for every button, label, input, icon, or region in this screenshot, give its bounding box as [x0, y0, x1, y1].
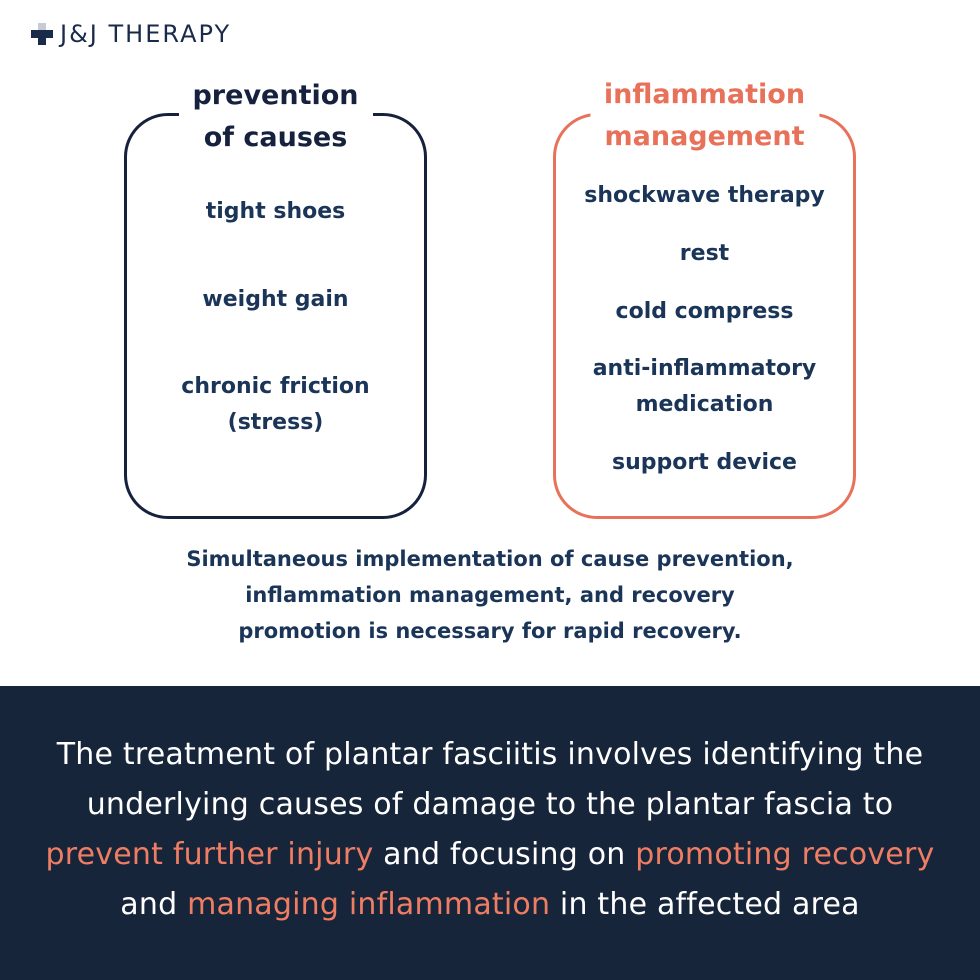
footer-line: underlying causes of damage to the plant…: [86, 787, 894, 822]
prevention-box: prevention of causes tight shoes weight …: [124, 75, 427, 519]
prevention-title-line1: prevention: [192, 80, 359, 111]
cause-item: (stress): [227, 410, 324, 435]
prevention-title: prevention of causes: [178, 75, 373, 159]
brand-logo: J&J THERAPY: [30, 22, 231, 46]
highlight-inflammation: managing inflammation: [187, 887, 551, 922]
treatment-item: shockwave therapy: [584, 183, 825, 208]
inflammation-title-line1: inflammation: [603, 79, 806, 110]
footer-text: The treatment of plantar fasciitis invol…: [0, 730, 980, 930]
summary-line: promotion is necessary for rapid recover…: [238, 619, 742, 643]
footer-line: The treatment of plantar fasciitis invol…: [56, 737, 924, 772]
highlight-recovery: promoting recovery: [635, 837, 935, 872]
footer-connector: in the affected area: [550, 887, 860, 922]
footer-banner: [0, 686, 980, 980]
prevention-title-line2: of causes: [203, 122, 348, 153]
highlight-prevent: prevent further injury: [45, 837, 374, 872]
summary-line: Simultaneous implementation of cause pre…: [186, 547, 794, 571]
medical-cross-icon: [31, 23, 53, 45]
brand-name: J&J THERAPY: [60, 20, 232, 48]
inflammation-box: inflammation management shockwave therap…: [553, 74, 856, 519]
summary-text: Simultaneous implementation of cause pre…: [140, 541, 840, 649]
footer-line: and managing inflammation in the affecte…: [0, 880, 980, 930]
treatment-item: support device: [612, 450, 797, 475]
footer-connector: and: [120, 887, 188, 922]
treatment-item: cold compress: [615, 299, 794, 324]
footer-connector: and focusing on: [373, 837, 636, 872]
footer-line: prevent further injury and focusing on p…: [0, 830, 980, 880]
cause-item: chronic friction: [181, 374, 370, 399]
treatment-item: medication: [635, 392, 774, 417]
summary-line: inflammation management, and recovery: [245, 583, 735, 607]
cause-item: tight shoes: [205, 199, 346, 224]
treatment-item: rest: [679, 241, 730, 266]
inflammation-title-line2: management: [604, 121, 805, 152]
treatment-item: anti-inflammatory: [592, 356, 817, 381]
inflammation-title: inflammation management: [589, 74, 820, 158]
cause-item: weight gain: [202, 287, 349, 312]
